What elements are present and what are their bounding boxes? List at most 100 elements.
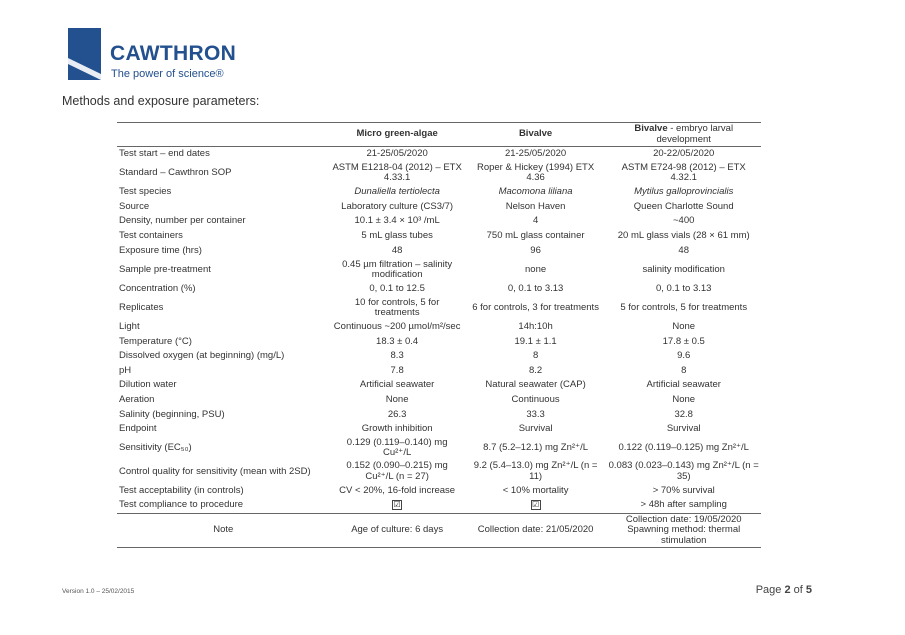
- cell-bivalve: 8.7 (5.2–12.1) mg Zn²⁺/L: [483, 442, 588, 454]
- table-row: Exposure time (hrs) 48 96 48: [117, 244, 761, 259]
- cell-bivalve: Survival: [518, 423, 553, 435]
- table-header-row: Micro green-algae Bivalve Bivalve - embr…: [117, 122, 761, 148]
- cell-algae: 18.3 ± 0.4: [376, 335, 419, 347]
- cell-larval: Artificial seawater: [646, 379, 721, 391]
- row-label: Replicates: [119, 302, 164, 314]
- cell-bivalve: 14h:10h: [518, 321, 553, 333]
- cell-bivalve: 4: [532, 215, 539, 227]
- header-algae: Micro green-algae: [329, 122, 465, 148]
- row-label: Sensitivity (EC₅₀): [119, 442, 192, 454]
- cell-algae: 26.3: [387, 408, 407, 420]
- cell-bivalve: Roper & Hickey (1994) ETX 4.36: [476, 161, 595, 184]
- cell-bivalve: ☑: [465, 499, 607, 514]
- cell-algae: CV < 20%, 16-fold increase: [339, 484, 456, 496]
- cell-algae: 5 mL glass tubes: [361, 230, 433, 242]
- cell-bivalve: 8: [532, 350, 539, 362]
- cell-larval: Queen Charlotte Sound: [633, 200, 734, 212]
- row-label: Test start – end dates: [119, 147, 210, 159]
- table-row: Light Continuous ~200 µmol/m²/sec 14h:10…: [117, 320, 761, 335]
- cell-larval: ~400: [673, 215, 695, 227]
- cell-algae: 0, 0.1 to 12.5: [369, 283, 425, 295]
- row-label: Sample pre-treatment: [119, 263, 211, 275]
- cell-larval: 20 mL glass vials (28 × 61 mm): [617, 230, 750, 242]
- table-row: Endpoint Growth inhibition Survival Surv…: [117, 422, 761, 437]
- table-row: Density, number per container 10.1 ± 3.4…: [117, 214, 761, 229]
- row-label: Concentration (%): [119, 283, 196, 295]
- table-row: pH 7.8 8.2 8: [117, 364, 761, 379]
- cell-algae: 48: [391, 244, 403, 256]
- cell-larval: Collection date: 19/05/2020 Spawning met…: [606, 512, 761, 548]
- cell-algae: Growth inhibition: [361, 423, 433, 435]
- header-blank: [117, 122, 330, 148]
- cell-algae: Dunaliella tertiolecta: [354, 186, 440, 198]
- cell-larval: 9.6: [677, 350, 691, 362]
- cell-algae: Age of culture: 6 days: [329, 512, 465, 548]
- cell-larval: 20-22/05/2020: [653, 147, 715, 159]
- cell-algae: 10 for controls, 5 for treatments: [354, 296, 440, 319]
- cell-algae: 21-25/05/2020: [366, 147, 428, 159]
- cell-algae: Continuous ~200 µmol/m²/sec: [333, 321, 461, 333]
- cell-bivalve: 9.2 (5.4–13.0) mg Zn²⁺/L (n = 11): [473, 460, 598, 482]
- section-heading: Methods and exposure parameters:: [62, 94, 260, 108]
- row-label: Standard – Cawthron SOP: [119, 166, 232, 178]
- brand-tagline: The power of science®: [111, 68, 224, 80]
- table-row: Dissolved oxygen (at beginning) (mg/L) 8…: [117, 349, 761, 364]
- table-row: Dilution water Artificial seawater Natur…: [117, 378, 761, 393]
- row-label: Test containers: [119, 230, 183, 242]
- cell-larval: 0.122 (0.119–0.125) mg Zn²⁺/L: [618, 442, 749, 454]
- table-row: Temperature (°C) 18.3 ± 0.4 19.1 ± 1.1 1…: [117, 335, 761, 350]
- cell-larval: > 48h after sampling: [640, 499, 727, 511]
- row-label: Test species: [119, 186, 172, 198]
- cell-bivalve: Continuous: [511, 394, 560, 405]
- table-row: Source Laboratory culture (CS3/7) Nelson…: [117, 200, 761, 215]
- cell-bivalve: 0, 0.1 to 3.13: [507, 283, 564, 295]
- cell-algae: Laboratory culture (CS3/7): [341, 200, 454, 212]
- table-row: Sample pre-treatment 0.45 µm filtration …: [117, 258, 761, 282]
- cell-bivalve: 8.2: [528, 364, 543, 376]
- cell-bivalve: none: [525, 263, 547, 275]
- cell-bivalve: 6 for controls, 3 for treatments: [472, 302, 599, 314]
- cell-algae: ☑: [330, 499, 465, 514]
- cell-bivalve: 33.3: [526, 408, 545, 420]
- table-row: Aeration None Continuous None: [117, 393, 761, 408]
- cell-algae: ASTM E1218-04 (2012) – ETX 4.33.1: [332, 161, 462, 184]
- cell-larval: 0, 0.1 to 3.13: [655, 283, 712, 295]
- cell-bivalve: Nelson Haven: [505, 200, 566, 212]
- cawthron-logo-mark-icon: [68, 28, 101, 80]
- row-label: Note: [117, 512, 330, 548]
- table-row: Test containers 5 mL glass tubes 750 mL …: [117, 229, 761, 244]
- cell-larval: 8: [681, 364, 687, 376]
- row-label: pH: [119, 364, 132, 376]
- table-row: Sensitivity (EC₅₀) 0.129 (0.119–0.140) m…: [117, 437, 761, 460]
- table-row: Test acceptability (in controls) CV < 20…: [117, 484, 761, 499]
- cell-algae: 0.152 (0.090–0.215) mg Cu²⁺/L (n = 27): [346, 460, 448, 482]
- row-label: Source: [119, 200, 150, 212]
- cell-larval: 48: [678, 244, 689, 256]
- header-bivalve-larval-bold: Bivalve: [634, 123, 668, 134]
- cawthron-logo: CAWTHRON The power of science®: [68, 28, 238, 84]
- cell-larval: ASTM E724-98 (2012) – ETX 4.32.1: [621, 161, 746, 184]
- cell-bivalve: Macomona liliana: [498, 186, 573, 198]
- row-label: Aeration: [119, 394, 155, 405]
- row-label: Light: [119, 321, 140, 333]
- cell-bivalve: Collection date: 21/05/2020: [464, 512, 607, 548]
- checkbox-checked-icon: ☑: [392, 500, 403, 511]
- cell-bivalve: 19.1 ± 1.1: [514, 335, 557, 347]
- table-row: Test start – end dates 21-25/05/2020 21-…: [117, 147, 761, 162]
- table-row: Test species Dunaliella tertiolecta Maco…: [117, 185, 761, 200]
- table-row: Control quality for sensitivity (mean wi…: [117, 460, 761, 484]
- checkbox-checked-icon: ☑: [530, 500, 541, 511]
- table-row: Salinity (beginning, PSU) 26.3 33.3 32.8: [117, 408, 761, 423]
- row-label: Control quality for sensitivity (mean wi…: [119, 465, 311, 477]
- page-total: 5: [805, 584, 812, 596]
- cell-larval: 32.8: [674, 408, 693, 420]
- version-label: Version 1.0 – 25/02/2015: [62, 588, 135, 595]
- page-prefix: Page: [755, 584, 785, 596]
- row-label: Endpoint: [119, 423, 157, 435]
- header-bivalve-larval-suffix: - embryo larval development: [656, 123, 734, 145]
- cell-larval: > 70% survival: [652, 484, 715, 496]
- cell-larval: Survival: [666, 423, 701, 435]
- row-label: Salinity (beginning, PSU): [119, 408, 225, 420]
- page-current: 2: [784, 584, 791, 596]
- page-mid: of: [790, 584, 806, 596]
